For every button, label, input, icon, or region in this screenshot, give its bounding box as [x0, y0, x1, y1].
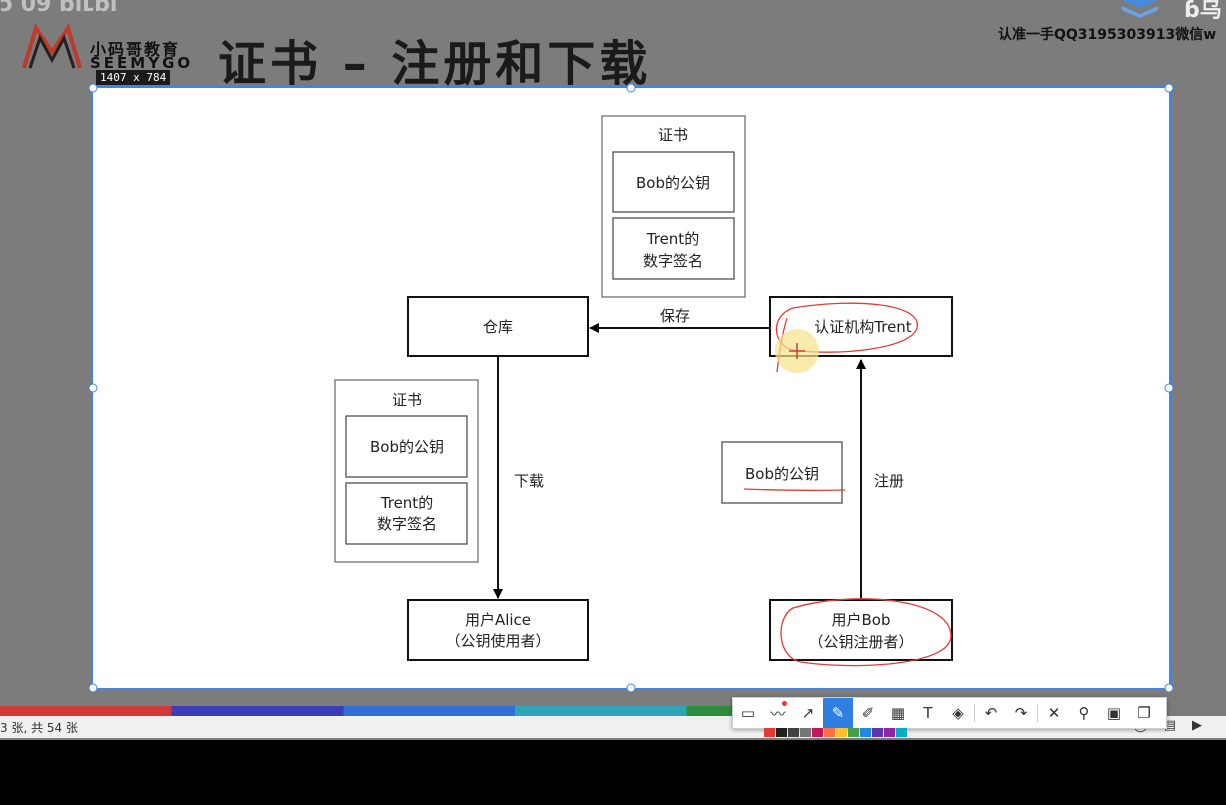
resize-handle-top-left[interactable]	[88, 83, 98, 93]
polyline-icon[interactable]: 〰	[763, 698, 793, 728]
color-swatch[interactable]	[824, 728, 835, 737]
bob-line1: 用户Bob	[832, 611, 891, 629]
brand-logo-icon	[22, 23, 82, 69]
left-cert-label: 证书	[392, 391, 422, 409]
capture-region[interactable]: 证书 Bob的公钥 Trent的 数字签名 仓库 认证机构Trent 保存 证书…	[91, 86, 1171, 690]
pin-icon[interactable]: ⚲	[1078, 704, 1090, 722]
top-cert-label: 证书	[658, 126, 688, 144]
pen-icon[interactable]: ✎	[823, 698, 853, 728]
top-cert-key-text: Bob的公钥	[636, 174, 710, 192]
color-swatch[interactable]	[800, 728, 811, 737]
top-cert-sig-box	[612, 217, 735, 280]
resize-handle-bottom[interactable]	[626, 683, 636, 693]
resize-handle-top-right[interactable]	[1164, 83, 1174, 93]
brand-name-cn: 小码哥教育	[90, 40, 181, 59]
slide-progress-bar	[0, 706, 1226, 716]
left-cert-sig-line1: Trent的	[380, 494, 433, 512]
color-palette	[764, 728, 908, 738]
alice-line1: 用户Alice	[465, 611, 531, 629]
notes-icon[interactable]: ▤	[1163, 718, 1192, 733]
top-cert-sig-line2: 数字签名	[643, 252, 703, 270]
alice-line2: （公钥使用者）	[445, 632, 550, 650]
save-label: 保存	[660, 307, 690, 325]
watermark-logo-text: ɓ乌	[1184, 0, 1222, 23]
color-swatch[interactable]	[836, 728, 847, 737]
rect-icon[interactable]: ▭	[740, 704, 756, 722]
left-cert-sig-box	[345, 482, 468, 545]
bob-key-underline	[743, 488, 846, 492]
bilibili-watermark: ɔ 09 ɓıʟɓı	[0, 0, 118, 17]
color-swatch[interactable]	[884, 728, 895, 737]
arrow-icon[interactable]: ↗	[801, 704, 815, 722]
active-dot	[782, 701, 787, 706]
redo-icon[interactable]: ↷	[1014, 704, 1028, 722]
color-swatch[interactable]	[860, 728, 871, 737]
certificate-diagram: 证书 Bob的公钥 Trent的 数字签名 仓库 认证机构Trent 保存 证书…	[334, 115, 953, 667]
contact-watermark: 认准一手QQ3195303913微信w	[998, 27, 1217, 43]
color-swatch[interactable]	[848, 728, 859, 737]
color-swatch[interactable]	[764, 728, 775, 737]
resize-handle-bottom-left[interactable]	[88, 683, 98, 693]
text-icon[interactable]: T	[923, 704, 933, 722]
register-label: 注册	[874, 472, 904, 490]
bob-key-text: Bob的公钥	[745, 465, 819, 483]
watermark-logo-icon	[1122, 0, 1158, 18]
play-icon[interactable]: ▶	[1192, 718, 1218, 733]
alice-box	[407, 599, 589, 661]
bob-line2: （公钥注册者）	[808, 633, 913, 651]
capture-size-label: 1407 x 784	[96, 70, 171, 85]
resize-handle-right[interactable]	[1164, 383, 1174, 393]
resize-handle-left[interactable]	[88, 383, 98, 393]
brand-name-en: SEEMYGO	[90, 54, 194, 72]
bob-box	[769, 599, 953, 661]
color-swatch[interactable]	[812, 728, 823, 737]
toolbar-separator	[1037, 704, 1038, 722]
marker-icon[interactable]: ✐	[861, 704, 875, 722]
download-label: 下载	[514, 472, 544, 490]
crosshair-cursor-icon	[789, 343, 805, 359]
save-icon[interactable]: ▣	[1106, 704, 1122, 722]
color-swatch[interactable]	[776, 728, 787, 737]
color-swatch[interactable]	[896, 728, 907, 737]
close-icon[interactable]: ✕	[1047, 704, 1061, 722]
repository-label: 仓库	[483, 318, 513, 336]
top-cert-box	[601, 115, 746, 298]
ca-box	[769, 296, 953, 357]
resize-handle-top[interactable]	[626, 83, 636, 93]
resize-handle-bottom-right[interactable]	[1164, 683, 1174, 693]
copy-icon[interactable]: ❐	[1137, 704, 1151, 722]
left-cert-box	[334, 379, 479, 563]
top-cert-key-box	[612, 151, 735, 213]
top-cert-sig-line1: Trent的	[646, 230, 699, 248]
color-swatch[interactable]	[788, 728, 799, 737]
ca-circle-annotation	[775, 302, 918, 353]
bob-key-box	[721, 441, 843, 504]
slide-title: 证书 – 注册和下载	[218, 36, 652, 92]
ca-label: 认证机构Trent	[814, 318, 912, 336]
toolbar-separator	[974, 704, 975, 722]
left-cert-key-text: Bob的公钥	[370, 438, 444, 456]
eraser-icon[interactable]: ◈	[952, 704, 964, 722]
bob-circle-annotation	[780, 598, 952, 667]
left-cert-sig-line2: 数字签名	[377, 515, 437, 533]
undo-icon[interactable]: ↶	[984, 704, 998, 722]
color-swatch[interactable]	[872, 728, 883, 737]
left-cert-key-box	[345, 415, 468, 478]
page-count-text: 3 张, 共 54 张	[0, 721, 78, 735]
mosaic-icon[interactable]: ▦	[890, 704, 906, 722]
annotation-toolbar: ▭ 〰 ↗ ✎ ✐ ▦ T ◈ ↶ ↷ ✕ ⚲ ▣ ❐	[732, 697, 1167, 729]
